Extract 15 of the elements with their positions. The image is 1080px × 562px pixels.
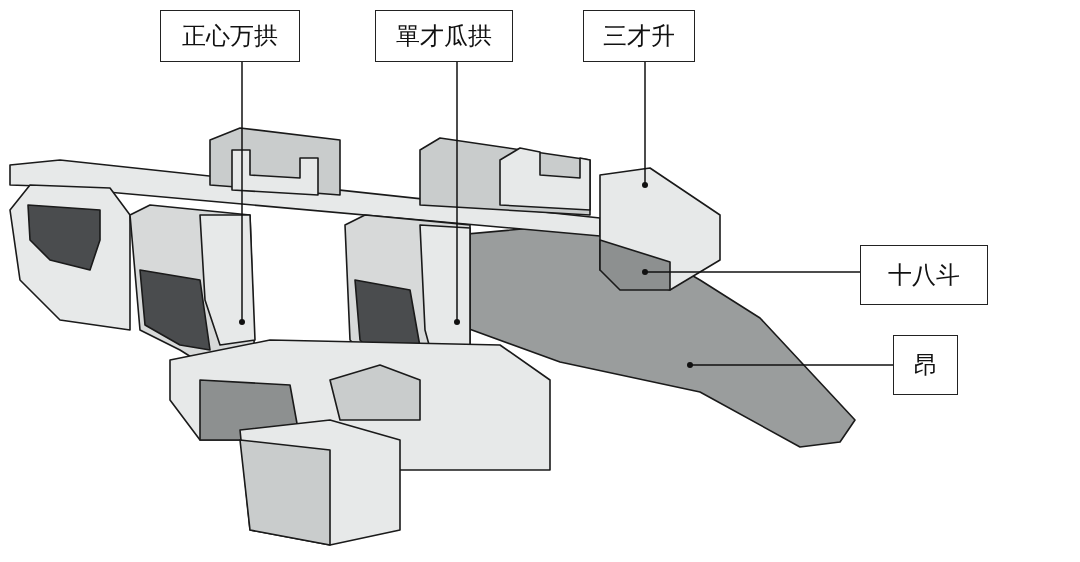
- leader-line: [239, 61, 245, 325]
- leader-line: [642, 269, 861, 275]
- label-box: [860, 245, 988, 305]
- label-box: [583, 10, 695, 62]
- part-label: 三才升: [603, 21, 675, 52]
- label-box: [375, 10, 513, 62]
- leader-line: [687, 362, 894, 368]
- part-label: 十八斗: [888, 260, 960, 291]
- leader-line: [642, 61, 648, 188]
- part-label: 昂: [913, 350, 938, 381]
- leader-line: [454, 61, 460, 325]
- label-box: [160, 10, 300, 62]
- part-label: 正心万拱: [182, 21, 278, 52]
- part-label: 單才瓜拱: [396, 21, 492, 52]
- label-box: [893, 335, 958, 395]
